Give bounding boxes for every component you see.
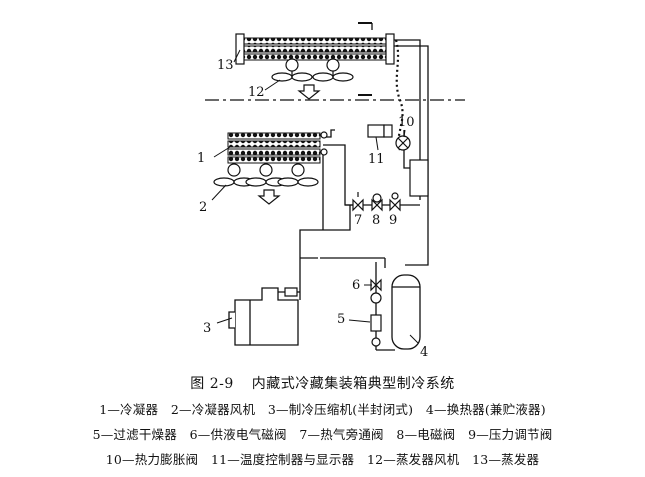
- callout-2: 2: [199, 200, 207, 215]
- callout-12: 12: [248, 85, 265, 100]
- figure-number: 图 2-9: [190, 376, 234, 392]
- callout-4: 4: [420, 345, 428, 360]
- receiver-heat-exchanger: [391, 274, 421, 350]
- pressure-regulating-valve: [389, 192, 401, 212]
- refrigerant-piping: [262, 22, 429, 351]
- callout-10: 10: [398, 115, 415, 130]
- condenser: [227, 131, 328, 164]
- temperature-controller-display: [367, 124, 393, 138]
- hot-gas-bypass-valve: [352, 192, 364, 212]
- evaporator-return-coil: [394, 39, 404, 151]
- evaporator-fan: [271, 58, 354, 82]
- callout-8: 8: [372, 213, 380, 228]
- callout-6: 6: [352, 278, 360, 293]
- airflow-arrow-icon: [257, 189, 281, 205]
- legend-line-2: 5—过滤干燥器 6—供液电气磁阀 7—热气旁通阀 8—电磁阀 9—压力调节阀: [92, 427, 553, 442]
- compressor: [228, 287, 299, 346]
- legend-line-1: 1—冷凝器 2—冷凝器风机 3—制冷压缩机(半封闭式) 4—换热器(兼贮液器): [99, 402, 546, 417]
- figure-caption: 图 2-9 内藏式冷藏集装箱典型制冷系统: [0, 373, 645, 393]
- callout-9: 9: [389, 213, 397, 228]
- figure-title: 内藏式冷藏集装箱典型制冷系统: [251, 376, 455, 392]
- callout-11: 11: [368, 152, 385, 167]
- callout-1: 1: [197, 151, 205, 166]
- callout-5: 5: [337, 312, 345, 327]
- heat-exchanger-upper: [409, 159, 429, 197]
- callout-3: 3: [203, 321, 211, 336]
- airflow-arrow-icon: [297, 84, 321, 100]
- legend-line-3: 10—热力膨胀阀 11—温度控制器与显示器 12—蒸发器风机 13—蒸发器: [105, 452, 540, 467]
- callout-13: 13: [217, 58, 234, 73]
- filter-drier: [370, 314, 382, 332]
- callout-7: 7: [354, 213, 362, 228]
- refrigeration-system-diagram: 1 2 3 4 5 6 7 8 9 10 11 12 13: [197, 22, 465, 360]
- condenser-fan: [213, 163, 319, 187]
- liquid-solenoid-valve: [370, 278, 382, 347]
- evaporator: [235, 33, 395, 65]
- solenoid-valve: [371, 193, 383, 212]
- thermal-expansion-valve: [395, 135, 411, 151]
- leader-lines: [211, 49, 419, 344]
